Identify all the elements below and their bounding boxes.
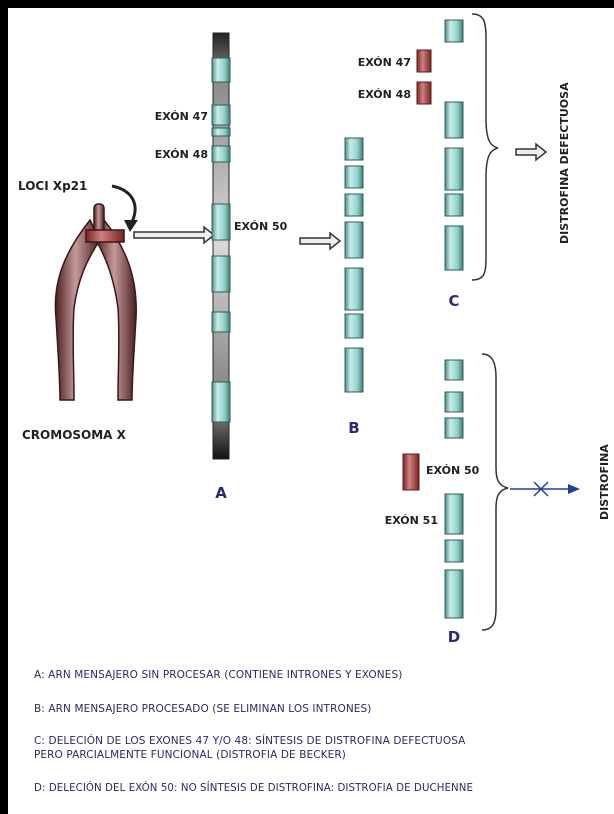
legend-c-line1: C: DELECIÓN DE LOS EXONES 47 Y/O 48: SÍN…: [34, 734, 614, 748]
exon-c-47-deleted: [417, 50, 431, 72]
exon-a-1: [212, 58, 230, 82]
exon-a-5: [212, 382, 230, 422]
label-d-exon51: EXÓN 51: [385, 514, 438, 527]
chromosome-name: CROMOSOMA X: [22, 428, 127, 442]
exon-d-50-deleted: [403, 454, 419, 490]
letter-d: D: [448, 628, 460, 646]
label-a-exon47: EXÓN 47: [155, 110, 208, 123]
label-d-exon50: EXÓN 50: [426, 464, 480, 477]
legend-b: B: ARN MENSAJERO PROCESADO (SE ELIMINAN …: [34, 702, 614, 716]
panel-d: [403, 360, 463, 618]
exon-b-1: [345, 138, 363, 160]
exon-d-4: [445, 540, 463, 562]
result-d: DISTROFINA: [598, 444, 611, 520]
strand-a: [212, 33, 230, 459]
chromosome-x: [55, 204, 136, 400]
exon-a-3: [212, 256, 230, 292]
exon-b-4: [345, 222, 363, 258]
exon-a-2: [212, 128, 230, 136]
label-a-exon50: EXÓN 50: [234, 220, 288, 233]
exon-c-4: [445, 194, 463, 216]
exon-c-2: [445, 102, 463, 138]
exon-a-47: [212, 105, 230, 125]
arrow-d-blocked: [510, 482, 580, 496]
label-c-exon47: EXÓN 47: [358, 56, 411, 69]
exon-b-2: [345, 166, 363, 188]
exon-a-4: [212, 312, 230, 332]
legend-d: D: DELECIÓN DEL EXÓN 50: NO SÍNTESIS DE …: [34, 782, 614, 796]
figure-canvas: LOCI Xp21 CROMOSOMA X EXÓN 47 EXÓN 48 EX…: [8, 8, 614, 814]
letter-b: B: [348, 419, 359, 437]
arrow-a-to-b: [300, 233, 340, 249]
exon-d-3: [445, 418, 463, 438]
exon-b-3: [345, 194, 363, 216]
loci-band: [86, 230, 124, 242]
exon-a-48: [212, 146, 230, 162]
loci-pointer-arrowhead: [124, 220, 138, 232]
label-c-exon48: EXÓN 48: [358, 88, 411, 101]
exon-c-1: [445, 20, 463, 42]
letter-a: A: [215, 484, 227, 502]
brace-c: [472, 14, 498, 280]
loci-label: LOCI Xp21: [18, 179, 87, 193]
exon-c-5: [445, 226, 463, 270]
dystrophin-diagram: LOCI Xp21 CROMOSOMA X EXÓN 47 EXÓN 48 EX…: [8, 8, 614, 814]
exon-b-6: [345, 314, 363, 338]
exon-a-50: [212, 204, 230, 240]
loci-pointer-arrow: [112, 186, 135, 222]
panel-c: [417, 20, 463, 270]
letter-c: C: [448, 292, 459, 310]
legend-c-line2: PERO PARCIALMENTE FUNCIONAL (DISTROFIA D…: [34, 748, 614, 762]
brace-d: [482, 354, 508, 630]
exon-c-3: [445, 148, 463, 190]
exon-d-5: [445, 570, 463, 618]
arrow-c-result: [516, 144, 546, 160]
label-a-exon48: EXÓN 48: [155, 148, 208, 161]
exon-d-2: [445, 392, 463, 412]
exon-b-7: [345, 348, 363, 392]
exon-b-5: [345, 268, 363, 310]
exon-c-48-deleted: [417, 82, 431, 104]
legend-a: A: ARN MENSAJERO SIN PROCESAR (CONTIENE …: [34, 668, 614, 682]
exon-d-51: [445, 494, 463, 534]
strand-b: [345, 138, 363, 392]
arrow-to-a: [134, 227, 214, 243]
exon-d-1: [445, 360, 463, 380]
result-c: DISTROFINA DEFECTUOSA: [558, 82, 571, 244]
